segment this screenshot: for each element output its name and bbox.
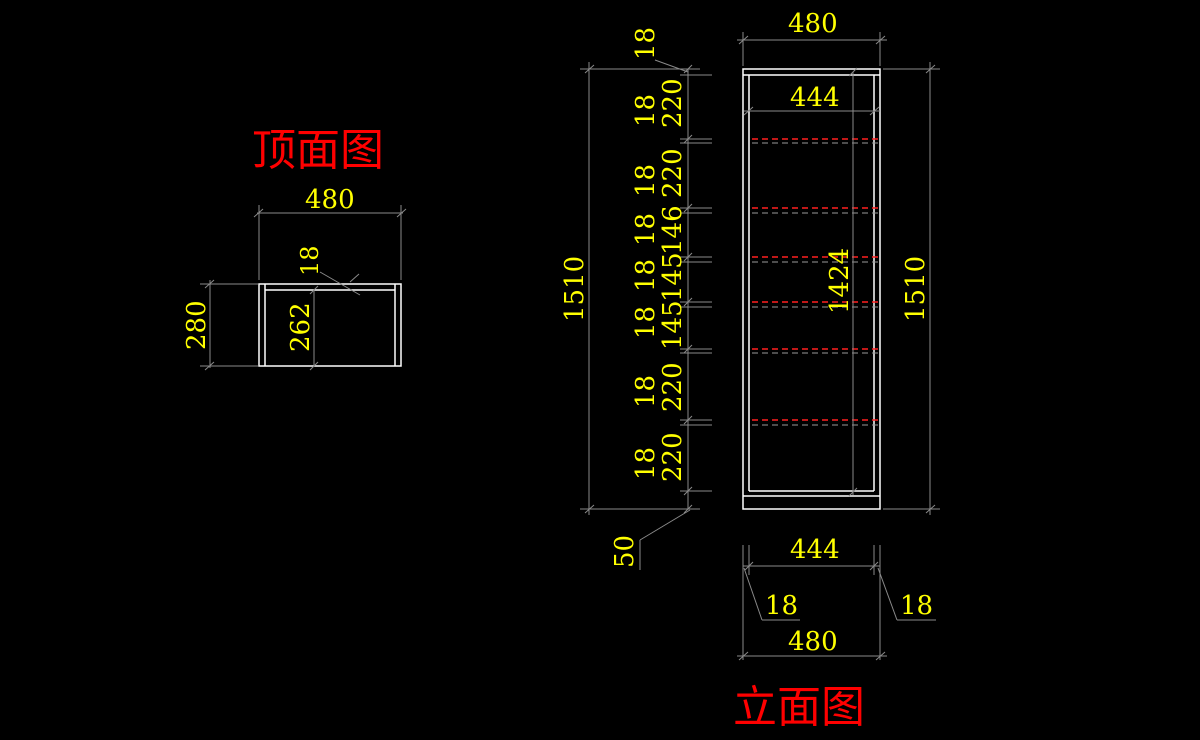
- top-view-inner-depth-dimension: 262: [286, 285, 319, 371]
- chain-inner-label-1: 220: [658, 78, 688, 128]
- elevation-total-height-right-label: 1510: [901, 256, 931, 322]
- elevation-total-height-right-dimension: 1510: [883, 62, 940, 515]
- elevation-view-title: 立面图: [733, 682, 865, 733]
- chain-inner-label-2: 220: [658, 148, 688, 198]
- top-view-width-dimension: 480: [253, 185, 407, 280]
- elevation-side-left-label: 18: [765, 591, 798, 621]
- chain-inner-label-7: 220: [658, 432, 688, 482]
- elevation-view: 立面图: [560, 9, 940, 733]
- chain-outer-label-5: 18: [631, 259, 661, 292]
- top-view-panel-dimension: 18: [296, 245, 361, 296]
- elevation-bottom-width-label: 480: [788, 627, 838, 657]
- elevation-inner-height-label: 1424: [825, 248, 855, 314]
- top-view-title: 顶面图: [252, 125, 384, 176]
- elevation-side-right-label: 18: [900, 591, 933, 621]
- chain-inner-label-4: 145: [658, 252, 688, 302]
- top-view-depth-dimension: 280: [182, 279, 258, 371]
- top-view-width-label: 480: [305, 185, 355, 215]
- elevation-inner-width-top-dimension: 444: [743, 83, 880, 116]
- elevation-outline: [742, 68, 881, 510]
- chain-outer-label-8: 18: [631, 447, 661, 480]
- elevation-vertical-chain: 18 18 18 18 18 18 18 18 220 220 146 145 …: [610, 27, 712, 570]
- chain-outer-label-1: 18: [631, 27, 661, 60]
- top-view-outline: [258, 283, 402, 367]
- chain-inner-label-3: 146: [658, 205, 688, 255]
- elevation-bottom-inner-width-dimension: 444: [742, 535, 881, 660]
- chain-outer-label-6: 18: [631, 306, 661, 339]
- elevation-top-width-dimension: 480: [737, 9, 887, 66]
- elevation-side-panel-dimensions: 18 18: [743, 567, 936, 621]
- chain-inner-label-6: 220: [658, 362, 688, 412]
- elevation-bottom-width-dimension: 480: [737, 627, 887, 661]
- top-view: 顶面图 480 280: [182, 125, 407, 371]
- elevation-shelves: [752, 138, 878, 426]
- chain-outer-label-3: 18: [631, 164, 661, 197]
- chain-inner-label-5: 145: [658, 300, 688, 350]
- elevation-inner-width-top-label: 444: [790, 83, 840, 113]
- elevation-inner-height-dimension: 1424: [825, 67, 858, 497]
- elevation-bottom-inner-width-label: 444: [790, 535, 840, 565]
- top-view-depth-label: 280: [182, 300, 212, 350]
- top-view-inner-depth-label: 262: [286, 302, 316, 352]
- elevation-top-width-label: 480: [788, 9, 838, 39]
- chain-outer-label-2: 18: [631, 94, 661, 127]
- elevation-total-height-left-label: 1510: [560, 256, 590, 322]
- top-view-panel-label: 18: [296, 245, 324, 276]
- chain-outer-label-4: 18: [631, 213, 661, 246]
- chain-outer-label-7: 18: [631, 375, 661, 408]
- elevation-base-label: 50: [610, 535, 640, 568]
